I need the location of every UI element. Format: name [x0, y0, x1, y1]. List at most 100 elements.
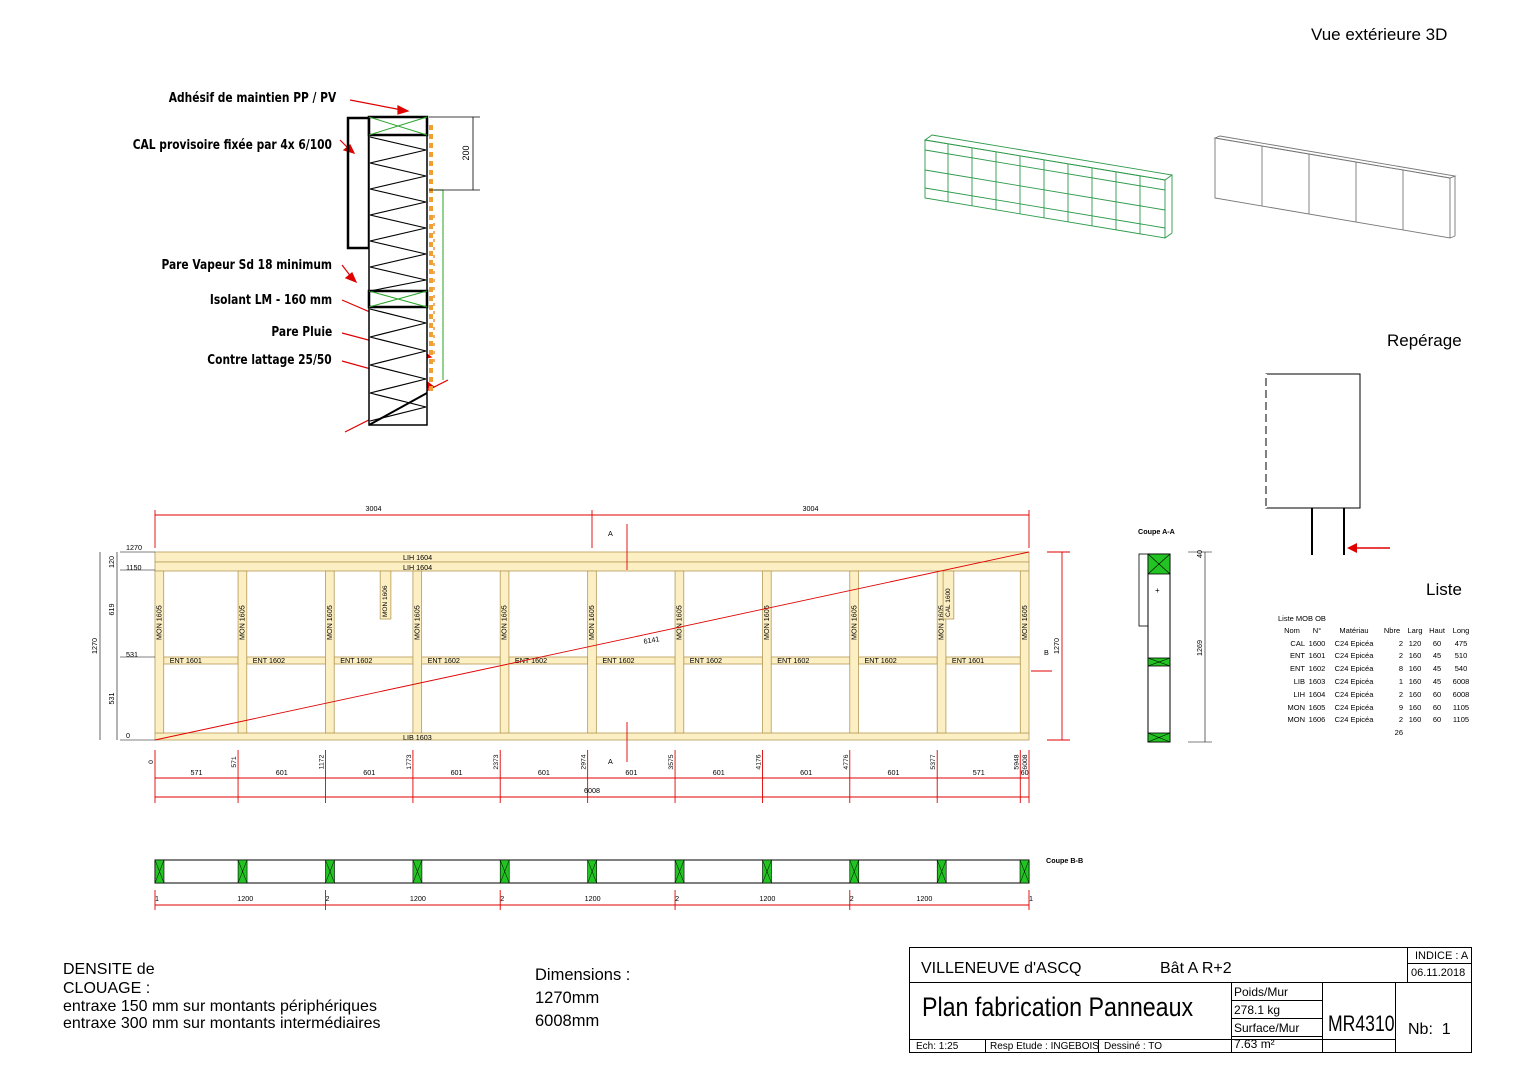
- parts-total-row: 26: [1394, 728, 1403, 738]
- top-dim-label: 3004: [366, 504, 382, 513]
- cumulative-label: 6008: [1022, 754, 1029, 769]
- parts-list: Liste MOB OB Nom N° Matériau Nbre Larg H…: [1278, 614, 1474, 740]
- cumulative-label: 0: [148, 760, 155, 764]
- view-3d-drawings: [923, 134, 1457, 239]
- top-plate-upper: [154, 551, 1030, 563]
- callout-vapour-barrier: Pare Vapeur Sd 18 minimum: [161, 258, 332, 273]
- coupe-aa-body: [1147, 553, 1171, 743]
- section-drawing: 200: [339, 99, 480, 433]
- stud: [499, 570, 510, 734]
- cumulative-label: 4176: [755, 754, 762, 769]
- spacing-label: 601: [887, 768, 899, 777]
- diagonal-line: [154, 551, 1030, 741]
- spacing-label: 60: [1021, 768, 1029, 777]
- coupe-bb-label: 2: [500, 894, 504, 903]
- right-dim-label: 1270: [1052, 638, 1061, 654]
- note-line: entraxe 150 mm sur montants périphérique…: [63, 998, 377, 1015]
- stud: [849, 570, 859, 734]
- cumulative-label: 5377: [930, 754, 937, 769]
- drawing-title: Plan fabrication Panneaux: [922, 992, 1194, 1022]
- left-dim-label: 531: [107, 693, 116, 705]
- coupe-bb-label: 1: [1029, 894, 1033, 903]
- callout-cal: CAL provisoire fixée par 4x 6/100: [132, 138, 332, 153]
- spacing-label: 571: [191, 768, 203, 777]
- left-dim-label: 619: [107, 604, 116, 616]
- cumulative-label: 2373: [493, 754, 500, 769]
- top-dim-label: 3004: [803, 504, 819, 513]
- wall-reference: MR4310: [1328, 1011, 1395, 1036]
- parts-header-row: Nom N° Matériau Nbre Larg Haut Long: [1284, 625, 1470, 635]
- nog-label: ENT 1601: [170, 656, 202, 665]
- coupe-bb-label: 2: [675, 894, 679, 903]
- coupe-bb-label: 2: [850, 894, 854, 903]
- cumulative-label: 1172: [318, 754, 325, 769]
- cumulative-label: 3575: [668, 754, 675, 769]
- note-line: entraxe 300 mm sur montants intermédiair…: [63, 1015, 381, 1032]
- coupe-bb-cross: [587, 859, 597, 884]
- coupe-aa-dim-label: 40: [1195, 550, 1204, 558]
- reperage-plan: [1265, 373, 1390, 555]
- left-dim-label: 1270: [90, 638, 99, 654]
- nog-label: ENT 1602: [253, 656, 285, 665]
- note-line: 1270mm: [535, 989, 600, 1007]
- stud-label: MON 1605: [1020, 605, 1029, 640]
- date: 06.11.2018: [1411, 967, 1466, 979]
- coupe-bb-cross: [237, 859, 248, 884]
- coupe-bb-label: 1200: [759, 894, 775, 903]
- detail-dim-label: 200: [461, 145, 471, 160]
- stud: [587, 570, 597, 734]
- bottom-member-label: LIB 1603: [403, 733, 432, 742]
- indice: INDICE : A: [1415, 950, 1469, 962]
- panel-count: Nb: 1: [1408, 1021, 1451, 1038]
- note-line: DENSITE de: [63, 961, 155, 978]
- cumulative-label: 571: [231, 756, 238, 768]
- stud-label: MON 1605: [412, 605, 421, 640]
- coupe-bb-cross: [849, 859, 860, 884]
- top-member-label: LIH 1604: [403, 563, 432, 572]
- callout-adhesive: Adhésif de maintien PP / PV: [168, 91, 336, 106]
- nog-label: ENT 1602: [690, 656, 722, 665]
- coupe-bb-label: 1200: [410, 894, 426, 903]
- coupe-aa-cross: [1147, 553, 1171, 575]
- level-label: 531: [126, 650, 138, 659]
- surface-label: Surface/Mur: [1234, 1021, 1300, 1035]
- level-label: 1270: [126, 543, 142, 552]
- stud-label: MON 1605: [937, 605, 946, 640]
- coupe-bb-label: 1200: [237, 894, 253, 903]
- poids-label: Poids/Mur: [1234, 985, 1289, 999]
- cumulative-label: 1773: [406, 754, 413, 769]
- coupe-bb-label: 2: [325, 894, 329, 903]
- coupe-bb-cross: [325, 859, 335, 884]
- diagonal-label: 6141: [643, 634, 660, 646]
- parts-list-title: Liste MOB OB: [1278, 614, 1326, 623]
- dimensions-note: Dimensions : 1270mm 6008mm: [535, 964, 630, 1033]
- top-plate-lower: [154, 561, 1030, 572]
- spacing-label: 571: [973, 768, 985, 777]
- spacing-label: 601: [538, 768, 550, 777]
- coupe-aa-title: Coupe A-A: [1138, 527, 1175, 536]
- nog-label: ENT 1602: [428, 656, 460, 665]
- stud-label: MON 1605: [238, 605, 247, 640]
- callout-rain-barrier: Pare Pluie: [271, 325, 332, 340]
- coupe-aa-marker: +: [1155, 586, 1160, 595]
- spacing-label: 601: [451, 768, 463, 777]
- stud-label: MON 1605: [155, 605, 164, 640]
- stud: [412, 570, 423, 734]
- short-stud-label: MON 1606: [382, 585, 389, 617]
- short-stud: [379, 570, 392, 620]
- coupe-aa-cross: [1147, 657, 1171, 667]
- coupe-bb-cross: [499, 859, 510, 884]
- callout-insulation: Isolant LM - 160 mm: [209, 293, 332, 308]
- coupe-bb-cross: [412, 859, 423, 884]
- section-a-label: A: [608, 757, 613, 766]
- spacing-label: 601: [276, 768, 288, 777]
- note-line: 6008mm: [535, 1012, 600, 1030]
- stud-label: MON 1605: [500, 605, 509, 640]
- stud: [154, 570, 165, 734]
